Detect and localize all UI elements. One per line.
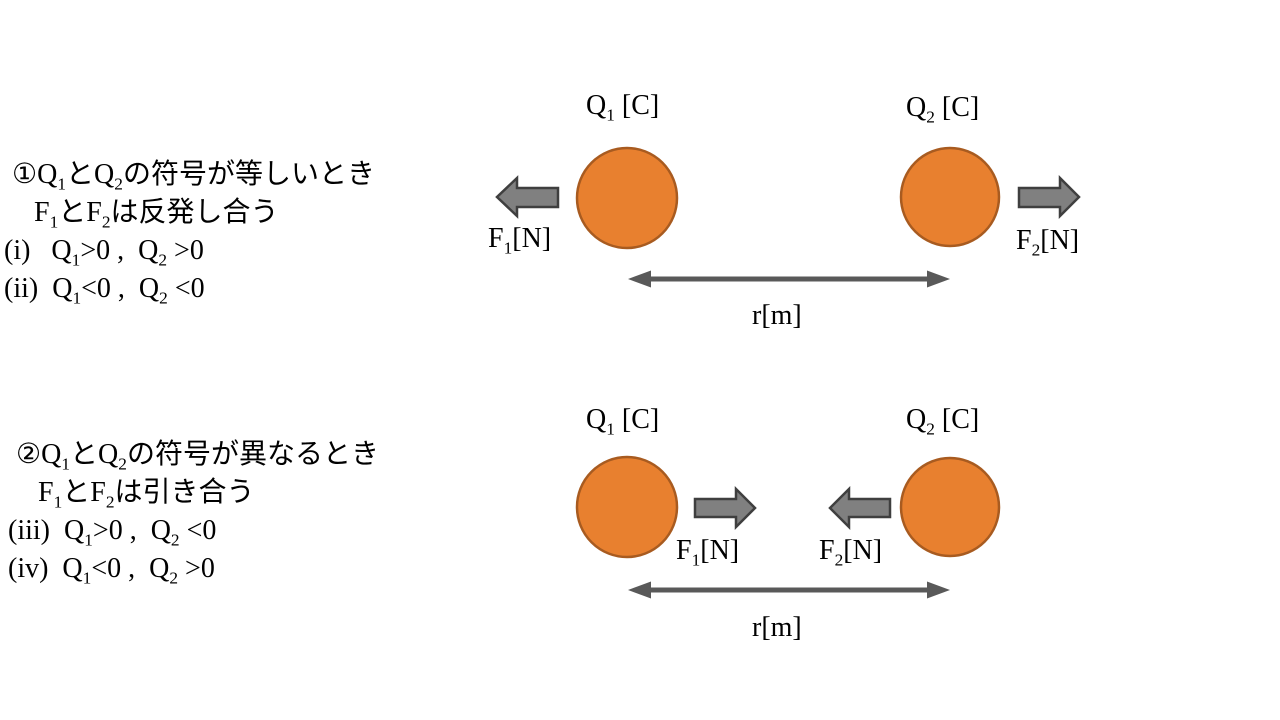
force-f2-label: F2[N] xyxy=(1016,225,1080,260)
force-f2-left-arrow xyxy=(828,485,892,531)
case1-heading: ①Q1とQ2の符号が等しいとき xyxy=(12,159,375,194)
distance-r-label: r[m] xyxy=(752,300,802,331)
distance-r-label: r[m] xyxy=(752,612,802,643)
charge-q1-circle xyxy=(575,455,679,559)
charge-q2-circle xyxy=(899,146,1001,248)
charge-q2-circle xyxy=(899,456,1001,558)
force-f1-label: F1[N] xyxy=(676,535,740,570)
force-f2-label: F2[N] xyxy=(819,535,883,570)
case2-heading: ②Q1とQ2の符号が異なるとき xyxy=(16,439,379,474)
case2-text-block: ②Q1とQ2の符号が異なるとき F1とF2は引き合う (iii) Q1>0 , … xyxy=(8,436,379,588)
distance-arrow xyxy=(628,581,950,599)
distance-arrow xyxy=(628,270,950,288)
case1-subheading: F1とF2は反発し合う xyxy=(34,197,279,232)
charge-q1-label: Q1 [C] xyxy=(586,90,660,125)
force-f1-label: F1[N] xyxy=(488,223,552,258)
charge-q2-label: Q2 [C] xyxy=(906,92,980,127)
case2-subheading: F1とF2は引き合う xyxy=(38,477,255,512)
case1-text-block: ①Q1とQ2の符号が等しいとき F1とF2は反発し合う (i) Q1>0 , Q… xyxy=(4,156,375,308)
case1-condition-ii: (ii) Q1<0 , Q2 <0 xyxy=(4,273,205,308)
force-f1-left-arrow xyxy=(495,175,560,219)
charge-q1-label: Q1 [C] xyxy=(586,404,660,439)
charge-q1-circle xyxy=(575,146,679,250)
force-f2-right-arrow xyxy=(1017,174,1081,220)
case2-condition-iii: (iii) Q1>0 , Q2 <0 xyxy=(8,515,217,550)
case2-condition-iv: (iv) Q1<0 , Q2 >0 xyxy=(8,553,215,588)
force-f1-right-arrow xyxy=(693,485,757,531)
case1-condition-i: (i) Q1>0 , Q2 >0 xyxy=(4,235,204,270)
charge-q2-label: Q2 [C] xyxy=(906,404,980,439)
